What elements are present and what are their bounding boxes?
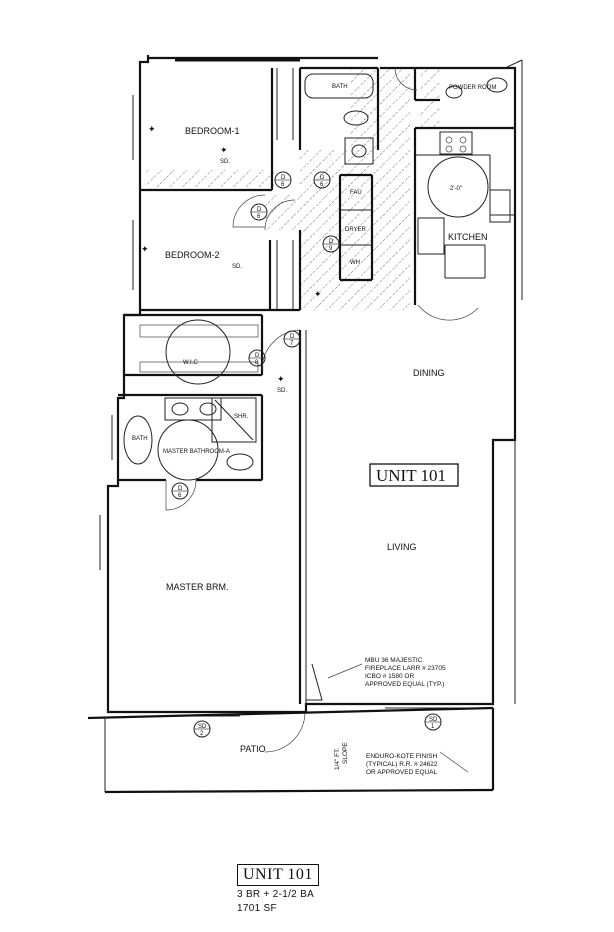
label-kitchen: KITCHEN [448,232,488,242]
door-tags: D 6 D 6 D 6 D 9 D 8 D 7 D [171,171,462,738]
sink-upper [344,137,374,165]
vanity-master [164,397,222,421]
bathtub-upper [304,73,374,99]
label-bath-upper: BATH [332,84,348,90]
patio [87,706,495,794]
svg-text:7: 7 [290,341,294,347]
caption-title: UNIT 101 [237,864,319,886]
slope-note: 1/4" FT. SLOPE [334,742,349,770]
sd-marker-icon: ✦ [277,374,285,384]
sd-door-tag: SD 1 [424,713,442,731]
finish-note: ENDURO-KOTE FINISH (TYPICAL) R.R. # 2462… [366,751,469,776]
unit-label-text: UNIT 101 [376,466,446,485]
unit-caption: UNIT 101 3 BR + 2-1/2 BA 1701 SF [237,864,319,914]
svg-text:1/4" FT.: 1/4" FT. [334,748,341,770]
fireplace-note: MBU 36 MAJESTIC FIREPLACE LARR # 23705 I… [327,657,446,688]
door-tag: D 6 [250,203,268,221]
label-dining: DINING [413,368,445,378]
svg-text:(TYPICAL) R.R. # 24622: (TYPICAL) R.R. # 24622 [366,761,438,768]
toilet-master [226,453,254,471]
svg-text:6: 6 [257,214,261,220]
room-labels: BEDROOM-1 BEDROOM-2 BATH POWDER ROOM KIT… [132,84,496,754]
label-bedroom-1: BEDROOM-1 [185,126,240,136]
hallway-hatch [146,68,440,310]
windows [99,95,475,717]
door-tag: D 8 [248,349,266,367]
label-dryer: DRYER [345,227,367,233]
svg-text:D: D [257,207,262,213]
toilet-upper [343,110,369,126]
caption-area: 1701 SF [237,903,277,914]
svg-text:6: 6 [178,493,182,499]
svg-text:2: 2 [200,731,204,737]
sd-label: SD. [232,264,242,270]
svg-text:D: D [290,334,295,340]
label-bedroom-2: BEDROOM-2 [165,250,220,260]
svg-text:9: 9 [329,246,333,252]
label-shower: SHR. [234,414,249,420]
svg-text:MBU 36 MAJESTIC: MBU 36 MAJESTIC [365,657,423,664]
svg-text:D: D [281,175,286,181]
toilet-powder [486,77,508,93]
svg-text:OR APPROVED EQUAL: OR APPROVED EQUAL [366,769,438,776]
kitchen-island [427,156,489,218]
label-master-bathroom: MASTER BATHROOM-A [163,449,230,455]
smoke-detectors: SD. SD. SD. ✦ ✦ ✦ ✦ ✦ [141,124,322,394]
door-tag: D 6 [171,482,189,500]
refrigerator [417,217,445,255]
svg-text:D: D [320,175,325,181]
range [439,131,473,155]
label-wic: W.I.C [183,360,198,366]
svg-text:SLOPE: SLOPE [342,742,349,764]
sd-marker-icon: ✦ [314,289,322,299]
walk-in-closet [139,319,259,385]
svg-text:APPROVED EQUAL (TYP.): APPROVED EQUAL (TYP.) [365,681,444,688]
sink-powder [445,85,463,99]
svg-text:ENDURO-KOTE FINISH: ENDURO-KOTE FINISH [366,753,437,760]
sd-door-tag: SD 2 [193,720,211,738]
label-living: LIVING [387,542,417,552]
label-fau: FAU [350,190,362,196]
label-master-brm: MASTER BRM. [166,582,229,592]
svg-text:SD: SD [429,717,438,723]
sd-marker-icon: ✦ [141,244,149,254]
sd-marker-icon: ✦ [148,124,156,134]
label-patio: PATIO [240,744,266,754]
caption-bedrooms-baths: 3 BR + 2-1/2 BA [237,889,315,900]
svg-text:D: D [255,353,260,359]
sink-dimension: 2'-0" [450,186,462,192]
unit-label: UNIT 101 [369,463,459,487]
svg-text:8: 8 [255,360,259,366]
svg-text:D: D [178,486,183,492]
svg-text:SD: SD [198,724,207,730]
door-tag: D 9 [322,235,340,253]
bathtub-master [123,415,153,465]
svg-text:D: D [329,239,334,245]
svg-text:6: 6 [320,182,324,188]
door-tag: D 6 [274,171,292,189]
svg-text:6: 6 [281,182,285,188]
fireplace [306,663,323,701]
sd-label: SD. [277,388,287,394]
door-tag: D 6 [313,171,331,189]
sd-marker-icon: ✦ [220,145,228,155]
label-washer: WH [350,260,360,266]
label-bath-master: BATH [132,436,148,442]
svg-text:ICBO # 1580 OR: ICBO # 1580 OR [365,673,414,680]
fixtures [123,73,511,701]
sd-label: SD. [220,159,230,165]
label-powder-room: POWDER ROOM [449,85,496,91]
kitchen-sink [489,189,511,223]
svg-text:1: 1 [431,724,435,730]
svg-text:FIREPLACE LARR # 23705: FIREPLACE LARR # 23705 [365,665,446,672]
exterior-walls [106,55,523,714]
door-tag: D 7 [283,330,301,348]
